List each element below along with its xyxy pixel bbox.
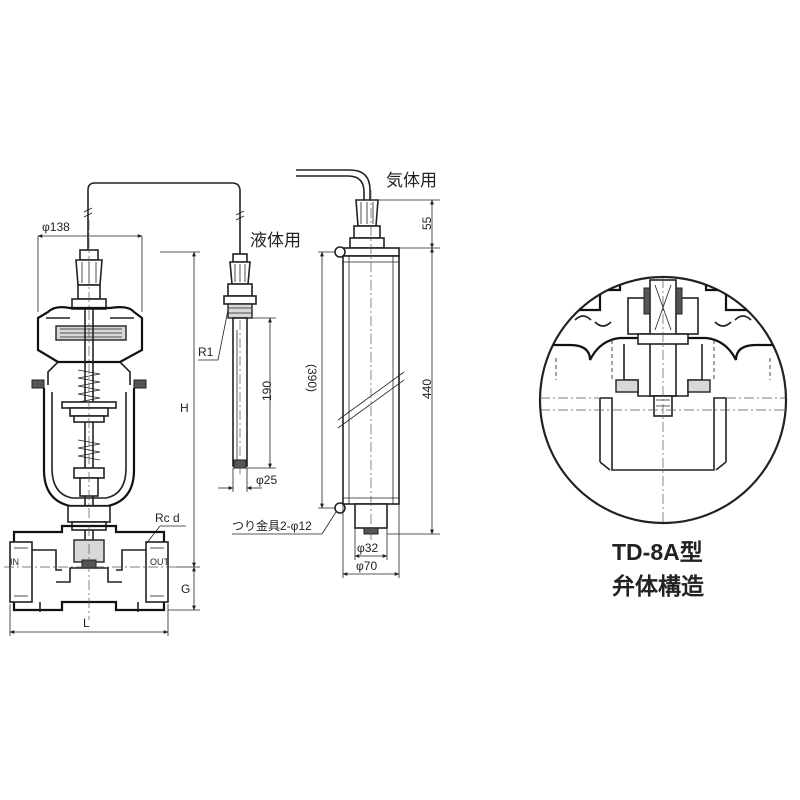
dim-440: 440 bbox=[420, 379, 434, 399]
model-title: TD-8A型 bbox=[612, 539, 703, 565]
dim-d138: φ138 bbox=[42, 220, 70, 234]
dim-d25: φ25 bbox=[256, 473, 277, 487]
valve-dimensions: φ138 H G L Rc d bbox=[9, 220, 200, 636]
valve-assembly: IN OUT bbox=[4, 182, 241, 620]
model-subtitle: 弁体構造 bbox=[612, 573, 705, 599]
dim-G: G bbox=[181, 582, 190, 596]
liquid-bulb bbox=[223, 210, 257, 475]
liquid-bulb-dimensions: 190 R1 φ25 bbox=[198, 309, 277, 492]
dim-d32: φ32 bbox=[357, 541, 378, 555]
dim-55: 55 bbox=[420, 216, 434, 230]
gas-use-label: 気体用 bbox=[386, 171, 437, 190]
gas-bulb-dimensions: 55 440 (390) φ32 φ70 つり金具2-φ12 bbox=[232, 199, 440, 578]
detail-view bbox=[538, 275, 788, 525]
mount-fitting-label: つり金具2-φ12 bbox=[232, 518, 312, 533]
dim-H: H bbox=[180, 401, 189, 415]
out-port-label: OUT bbox=[150, 557, 170, 567]
in-port-label: IN bbox=[10, 557, 19, 567]
dim-r1: R1 bbox=[198, 345, 214, 359]
dim-390: (390) bbox=[305, 364, 319, 392]
dim-L: L bbox=[83, 616, 90, 630]
liquid-use-label: 液体用 bbox=[250, 231, 301, 250]
dim-190: 190 bbox=[260, 381, 274, 401]
dim-d70: φ70 bbox=[356, 559, 377, 573]
dim-rc: Rc d bbox=[155, 511, 180, 525]
gas-bulb bbox=[296, 169, 405, 540]
